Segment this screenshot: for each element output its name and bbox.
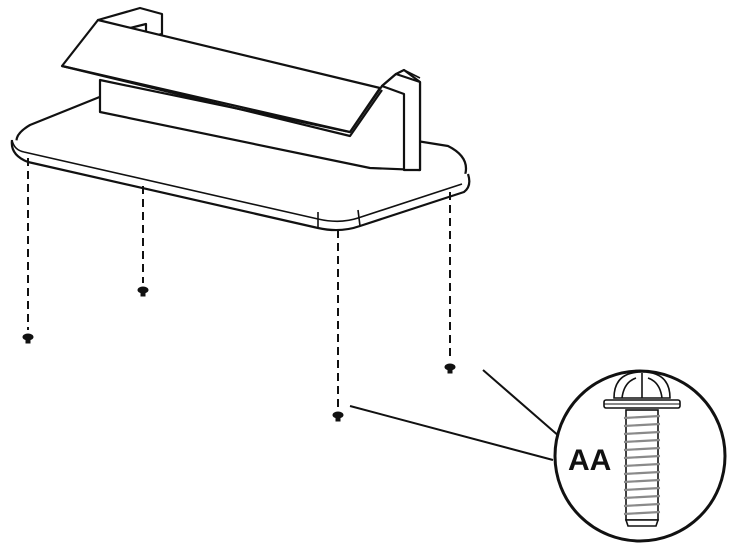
- callout-leaders: [349, 369, 561, 461]
- screw-tip: [624, 519, 660, 527]
- base-plate: [10, 90, 471, 232]
- stand-neck: [60, 6, 422, 172]
- base-plate-corner-front-right: [357, 209, 361, 227]
- screw-markers: [22, 286, 456, 422]
- stand-neck-lid-lip: [61, 64, 383, 138]
- screw-front-right: [332, 411, 344, 422]
- screw-icon: [603, 371, 681, 527]
- screw-drop-lines: [27, 158, 451, 408]
- base-plate-corner-left: [11, 139, 25, 153]
- leader-line-upper: [482, 369, 561, 438]
- screw-label: AA: [568, 444, 611, 477]
- leader-line-lower: [349, 405, 554, 461]
- screw-back-left: [137, 286, 149, 297]
- screw-head-shade-left: [621, 377, 637, 399]
- screw-callout: AA: [553, 369, 727, 543]
- stand-neck-lid: [60, 18, 382, 134]
- screw-threads: [623, 414, 661, 516]
- screw-front-left: [22, 333, 34, 344]
- base-plate-front-edge: [10, 139, 471, 232]
- stand-neck-right-cap: [395, 69, 421, 79]
- screw-back-right: [444, 363, 456, 374]
- screw-head-shade-right: [647, 377, 663, 399]
